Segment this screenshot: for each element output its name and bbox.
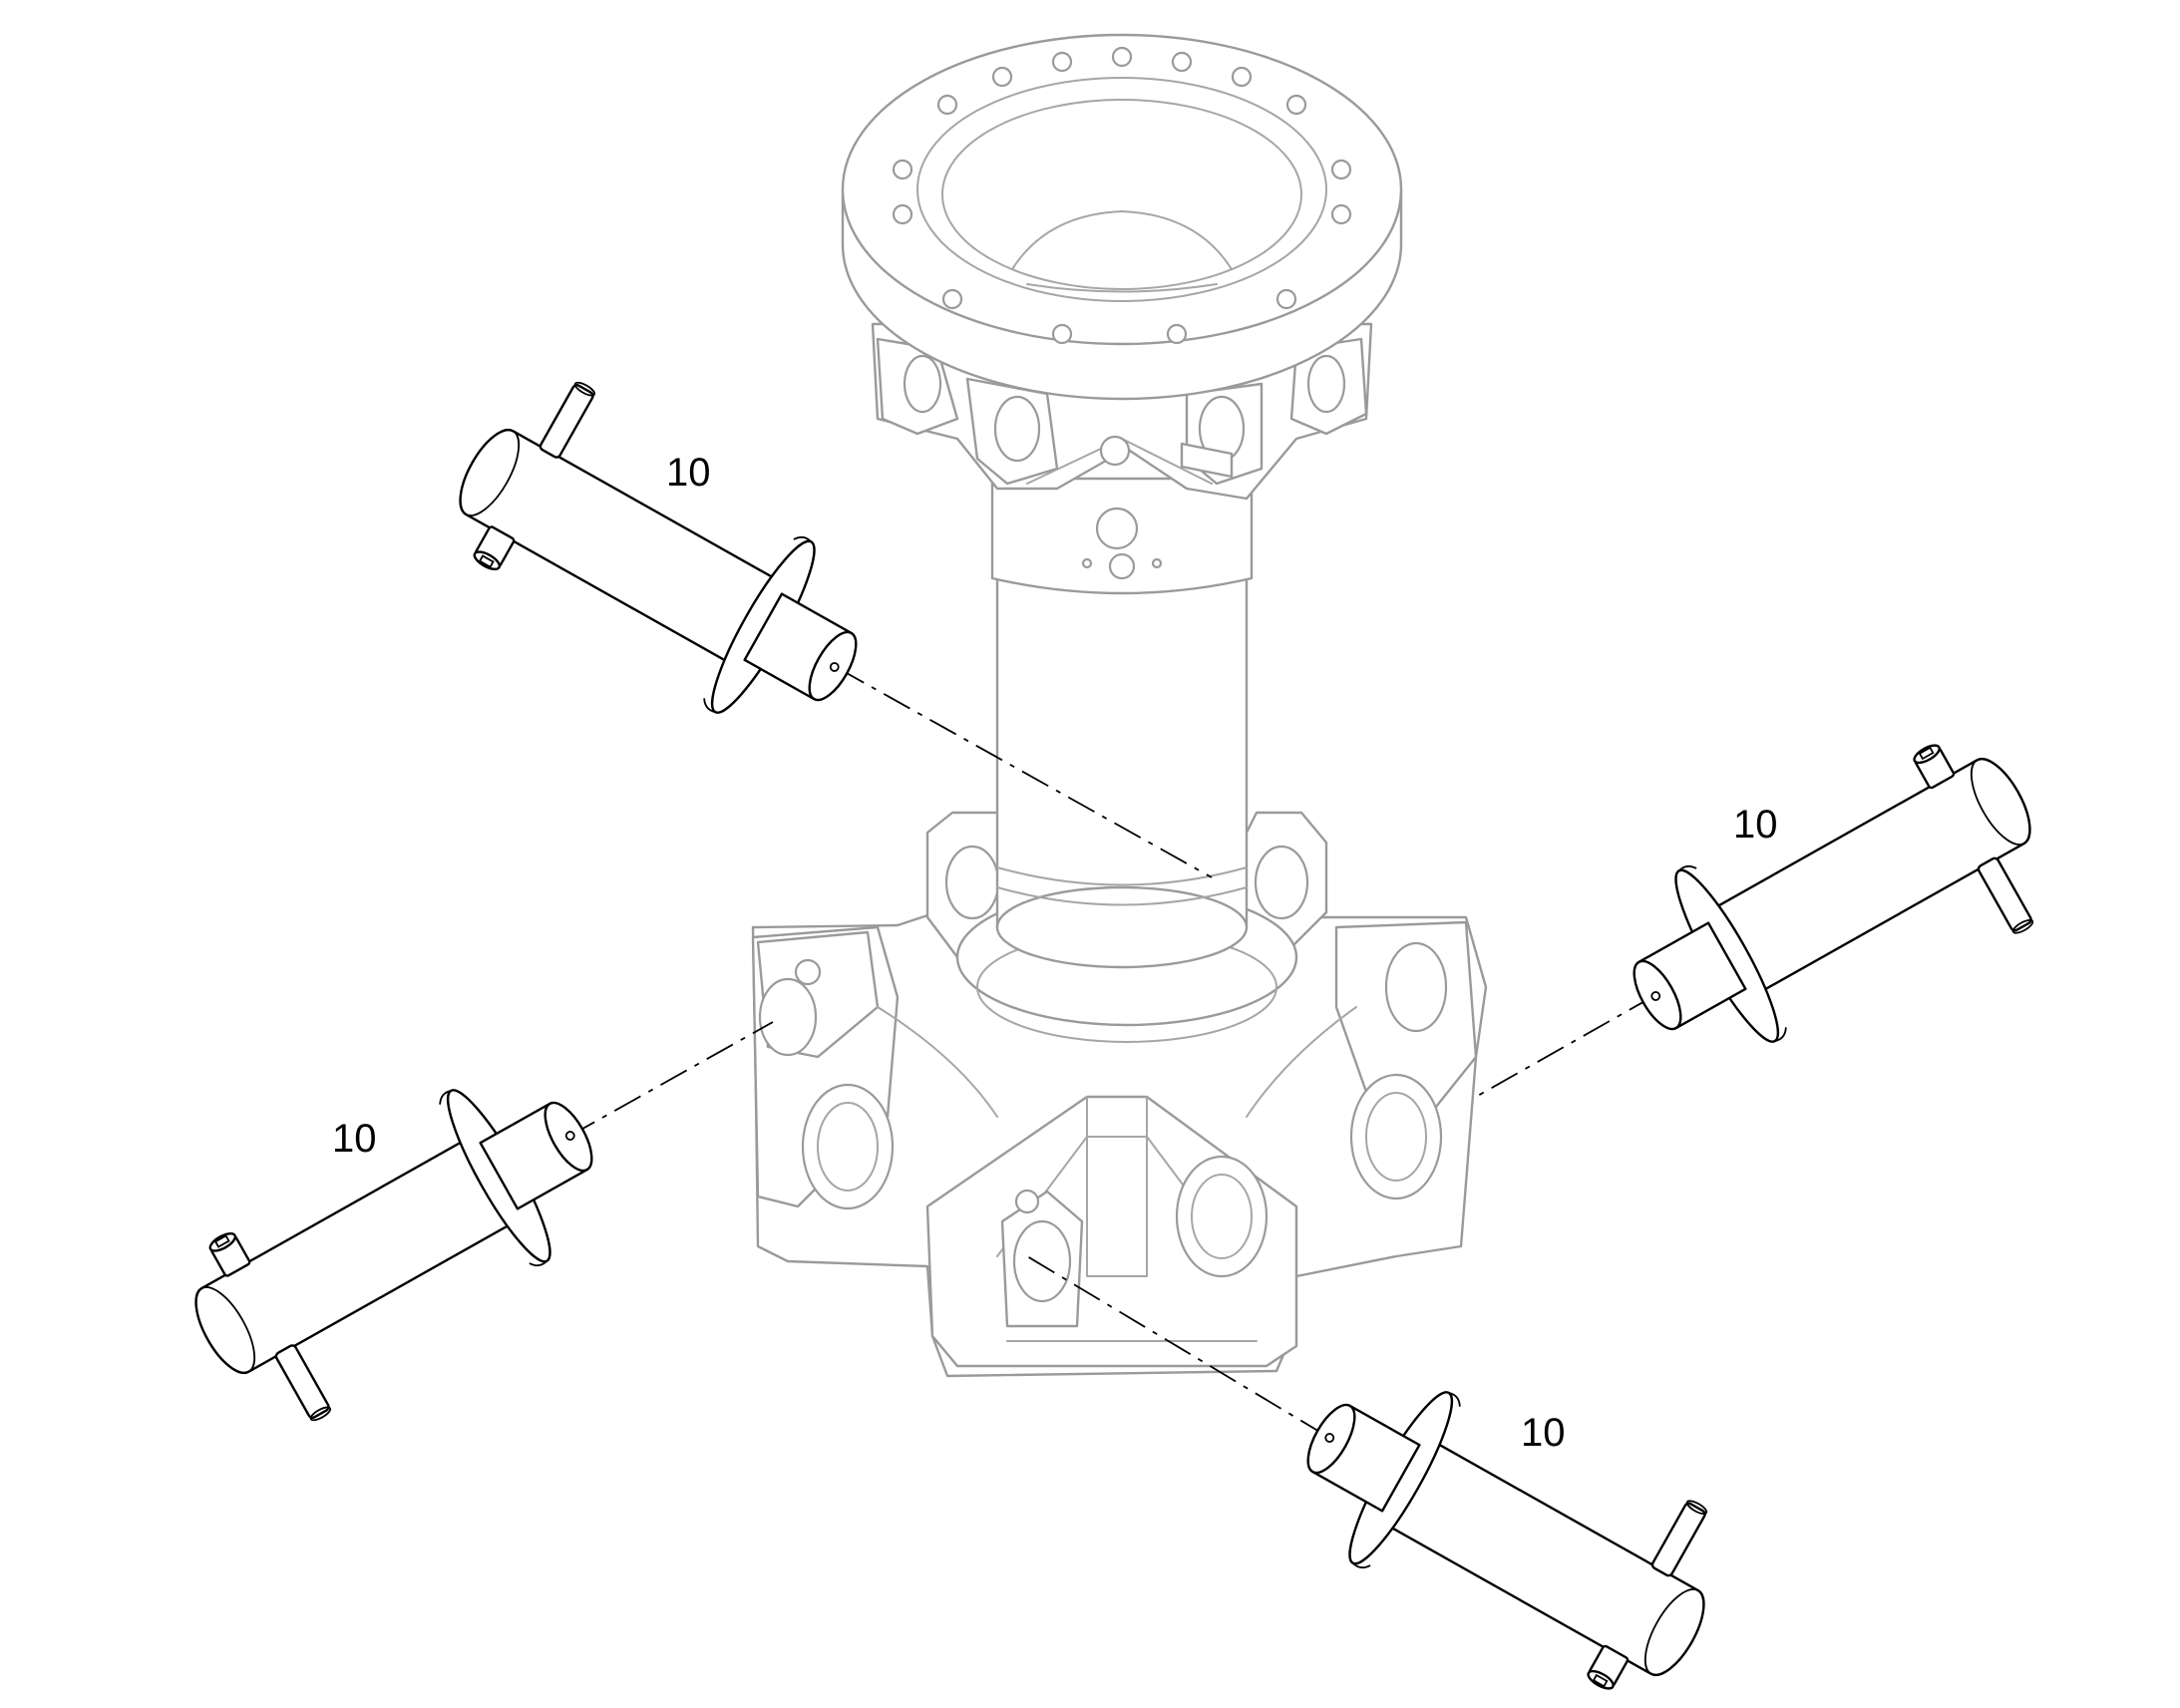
assembly-centerlines (567, 667, 1656, 1437)
centerline-left (567, 1021, 774, 1138)
pin-assembly-left (158, 1041, 645, 1449)
callout-pin-left: 10 (332, 1117, 377, 1161)
pin-assembly-right (1594, 705, 2080, 1113)
base-spider (751, 811, 1488, 1378)
callout-labels: 10 10 10 10 (332, 451, 1778, 1455)
pin-assembly-top-left (422, 354, 909, 762)
callout-pin-right: 10 (1733, 803, 1778, 847)
callout-pin-bottom: 10 (1521, 1411, 1566, 1455)
pin-assembly-bottom (1268, 1321, 1754, 1708)
centerline-top-left (837, 667, 1213, 878)
central-column (990, 477, 1254, 969)
centerline-bottom (1026, 1255, 1327, 1437)
callout-pin-top-left: 10 (666, 451, 711, 495)
swivel-housing (751, 33, 1488, 1378)
centerline-right (1475, 994, 1656, 1098)
top-flange (841, 33, 1403, 401)
flange-bolt-holes (892, 46, 1352, 345)
